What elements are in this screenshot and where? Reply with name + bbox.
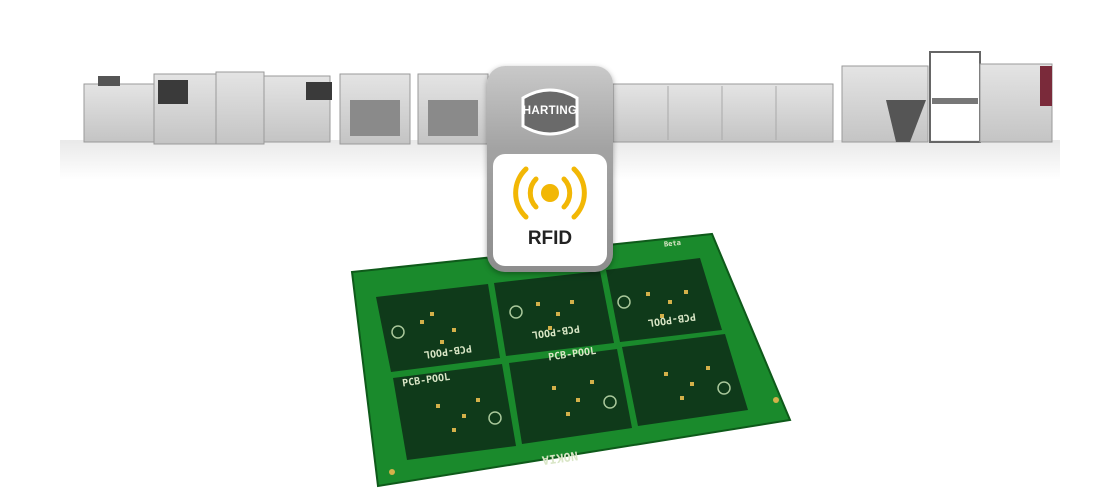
rfid-signal-icon (513, 166, 587, 220)
harting-badge-icon (521, 88, 579, 136)
unloader-accent (1040, 66, 1052, 106)
pcb-module-2 (494, 271, 614, 356)
pcb-module-6 (622, 334, 748, 426)
rfid-tag-card: HARTING RFID (487, 66, 613, 272)
harting-logo: HARTING (517, 84, 583, 140)
pcb-module-1 (376, 284, 500, 372)
pcb-corner-label: Beta (664, 239, 682, 249)
harting-logo-text: HARTING (522, 105, 578, 117)
feeder-bank-3 (428, 100, 478, 136)
rfid-label-panel: RFID (493, 154, 607, 266)
pcb-bottom-label: NOKIA (540, 449, 578, 468)
aoi-chute (886, 100, 926, 142)
feeder-bank-2 (350, 100, 400, 136)
printer-screen (158, 80, 188, 104)
rework-frame (929, 51, 981, 143)
pcb-panel: PCB-POOL PCB-POOL PCB-POOL PCB-POOL PCB-… (350, 232, 792, 488)
loader-machine (83, 83, 155, 143)
pcb-module-3 (606, 258, 722, 342)
pcb-module-5 (509, 349, 632, 444)
loader-monitor (98, 76, 120, 86)
pcb-module-4 (393, 364, 516, 460)
reflow-oven (612, 83, 834, 143)
inspection-machine (215, 71, 265, 145)
rework-bench (932, 98, 978, 104)
placement-screen-1 (306, 82, 332, 100)
smt-production-line (83, 51, 1053, 145)
rfid-label-text: RFID (527, 228, 573, 249)
